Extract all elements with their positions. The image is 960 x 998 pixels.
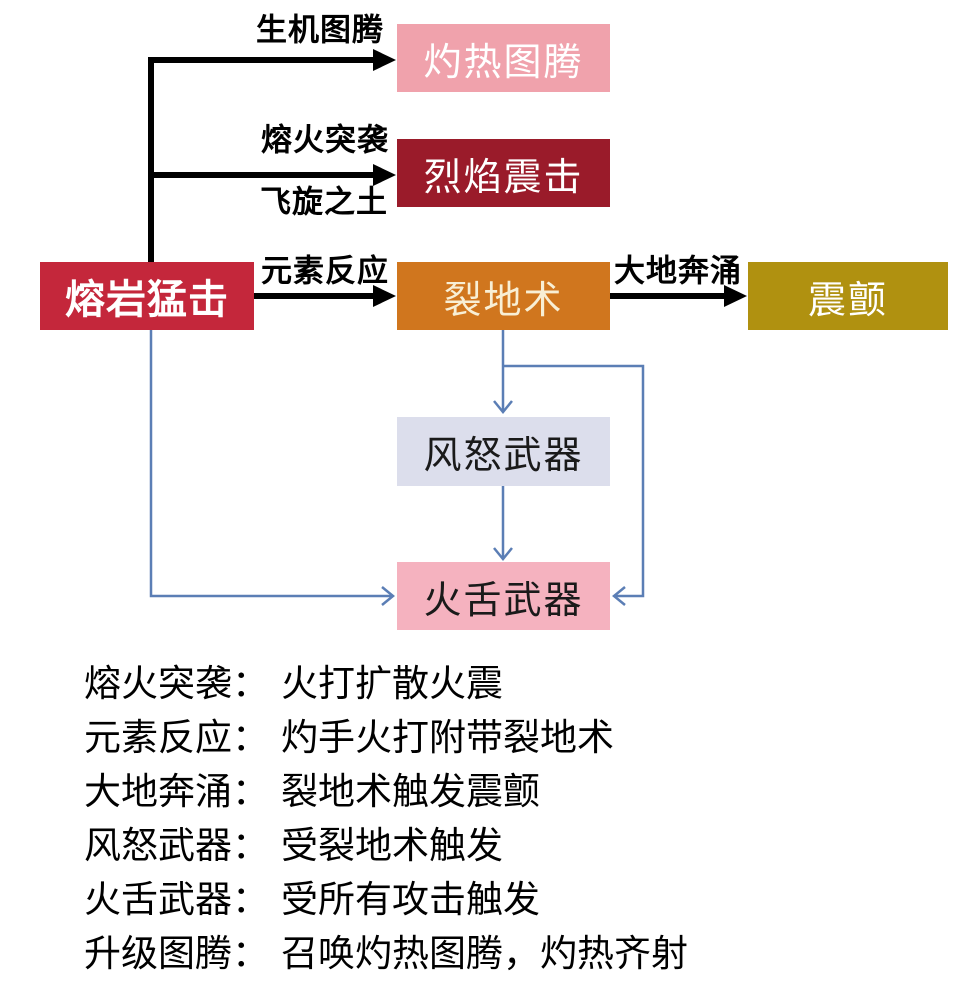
arrowhead-windfury-to-flametongue xyxy=(493,547,513,561)
arrow-lava-lash-to-searing-totem xyxy=(148,57,376,262)
legend-term: 火舌武器： xyxy=(84,880,269,921)
node-flame-shock: 烈焰震击 xyxy=(397,139,610,207)
legend-desc: 火打扩散火震 xyxy=(281,664,503,705)
arrowhead-earth-shock-to-windfury xyxy=(493,400,513,414)
edge-label-healing-totem: 生机图腾 xyxy=(256,12,384,48)
edge-label-earth-surge: 大地奔涌 xyxy=(614,253,742,289)
edge-label-whirling-earth: 飞旋之土 xyxy=(260,184,388,220)
line-lava-lash-to-flametongue xyxy=(149,330,391,598)
legend-item-molten-assault: 熔火突袭： 火打扩散火震 xyxy=(84,658,688,712)
legend-desc: 召唤灼热图腾，灼热齐射 xyxy=(281,934,688,975)
legend: 熔火突袭：火打扩散火震 元素反应：灼手火打附带裂地术 大地奔涌：裂地术触发震颤 … xyxy=(84,658,688,982)
legend-item-elemental-reaction: 元素反应： 灼手火打附带裂地术 xyxy=(84,712,688,766)
arrowhead-to-searing-totem xyxy=(373,49,396,71)
node-flametongue-weapon: 火舌武器 xyxy=(397,562,610,630)
legend-item-earth-surge: 大地奔涌： 裂地术触发震颤 xyxy=(84,766,688,820)
legend-desc: 受所有攻击触发 xyxy=(281,880,540,921)
legend-desc: 受裂地术触发 xyxy=(281,826,503,867)
legend-desc: 灼手火打附带裂地术 xyxy=(281,718,614,759)
edge-label-molten-assault: 熔火突袭 xyxy=(261,122,389,158)
legend-item-windfury: 风怒武器： 受裂地术触发 xyxy=(84,820,688,874)
legend-term: 风怒武器： xyxy=(84,826,269,867)
edge-label-elemental-reaction: 元素反应 xyxy=(261,253,389,289)
legend-desc: 裂地术触发震颤 xyxy=(281,772,540,813)
legend-term: 元素反应： xyxy=(84,718,269,759)
legend-item-flametongue: 火舌武器： 受所有攻击触发 xyxy=(84,874,688,928)
arrowhead-earth-shock-to-flametongue xyxy=(612,586,626,606)
node-tremor: 震颤 xyxy=(748,262,948,330)
legend-term: 熔火突袭： xyxy=(84,664,269,705)
node-lava-lash: 熔岩猛击 xyxy=(40,262,254,330)
node-searing-totem: 灼热图腾 xyxy=(397,24,610,92)
legend-item-upgraded-totem: 升级图腾： 召唤灼热图腾，灼热齐射 xyxy=(84,928,688,982)
legend-term: 升级图腾： xyxy=(84,934,269,975)
node-windfury-weapon: 风怒武器 xyxy=(397,417,610,486)
arrowhead-lava-lash-to-flametongue xyxy=(381,586,395,606)
legend-term: 大地奔涌： xyxy=(84,772,269,813)
node-earth-shock: 裂地术 xyxy=(397,262,610,330)
